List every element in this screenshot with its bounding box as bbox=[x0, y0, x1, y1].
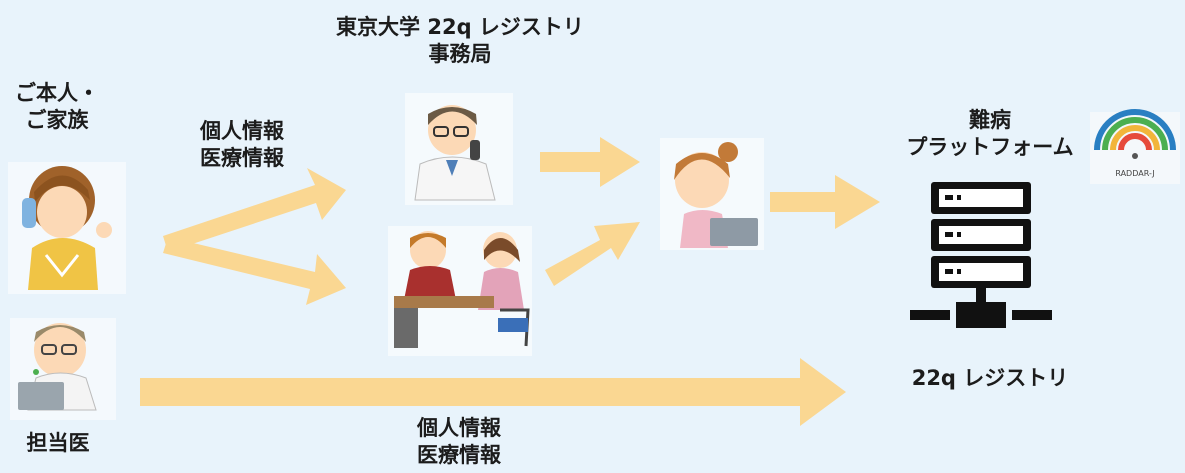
arrow-staff-to-server bbox=[770, 175, 880, 229]
arrow-patient-to-secretariat bbox=[163, 168, 346, 252]
patient-family-illustration bbox=[8, 162, 126, 294]
secretariat-label: 東京大学 22q レジストリ 事務局 bbox=[336, 15, 584, 66]
raddar-logo: RADDAR-J bbox=[1090, 109, 1180, 184]
staff-illustration bbox=[660, 138, 764, 250]
registry-label: 22q レジストリ bbox=[911, 366, 1069, 390]
platform-label: 難病 プラットフォーム bbox=[906, 108, 1074, 159]
info-label-bottom: 個人情報 医療情報 bbox=[417, 416, 501, 467]
arrow-doctor-to-staff bbox=[540, 137, 640, 187]
consultation-illustration bbox=[388, 226, 532, 356]
arrow-patient-to-consult bbox=[163, 237, 346, 305]
arrow-consult-to-staff bbox=[545, 222, 640, 286]
server-icon bbox=[910, 182, 1052, 328]
arrows bbox=[140, 137, 880, 426]
secretariat-doctor-illustration bbox=[405, 93, 513, 205]
arrow-doctor-to-registry bbox=[140, 358, 846, 426]
doctor-label: 担当医 bbox=[26, 431, 90, 455]
raddar-logo-text: RADDAR-J bbox=[1115, 169, 1154, 178]
patient-family-label: ご本人・ ご家族 bbox=[15, 81, 99, 132]
info-label-top: 個人情報 医療情報 bbox=[200, 119, 284, 170]
doctor-illustration bbox=[10, 318, 116, 420]
